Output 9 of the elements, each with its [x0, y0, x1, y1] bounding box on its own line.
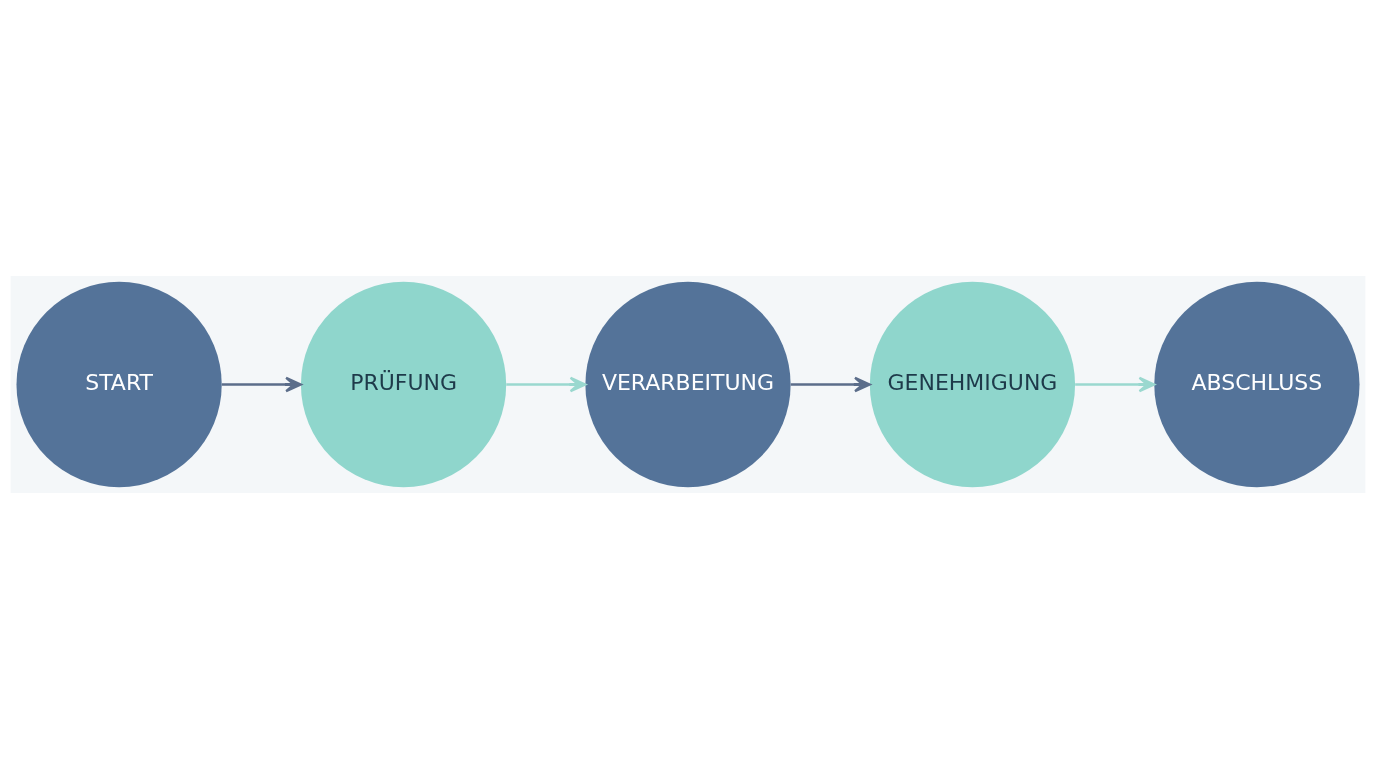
- arrow: [221, 376, 302, 392]
- node-circle: ABSCHLUSS: [1154, 281, 1360, 487]
- arrow: [790, 376, 871, 392]
- node-circle: VERARBEITUNG: [585, 281, 791, 487]
- arrow: [1075, 376, 1156, 392]
- node-circle: GENEHMIGUNG: [869, 281, 1076, 487]
- arrow: [506, 376, 587, 392]
- node-circle: PRÜFUNG: [300, 281, 507, 487]
- node-circle: START: [16, 281, 222, 487]
